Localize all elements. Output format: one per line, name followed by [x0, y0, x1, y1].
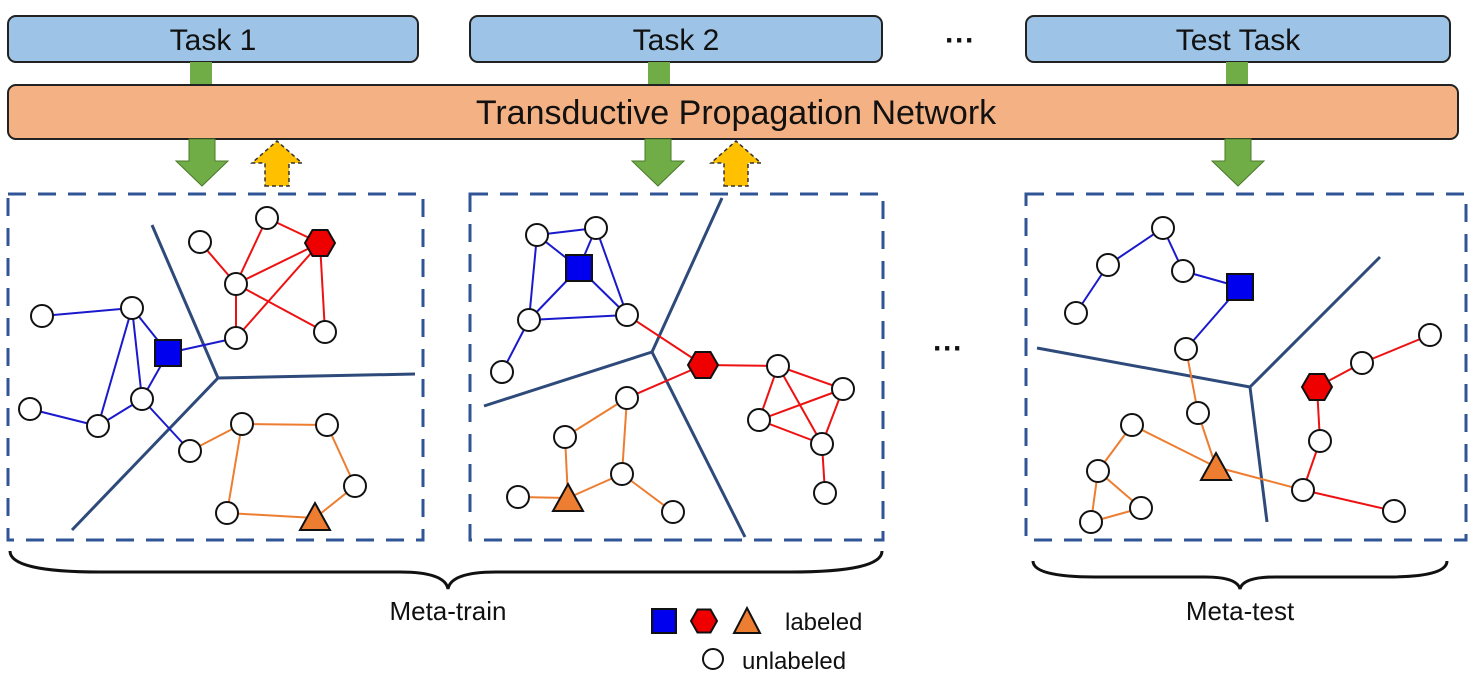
panel3-labeled-triangle	[1199, 450, 1233, 481]
down-arrow-test	[1210, 138, 1266, 187]
task1-box	[7, 15, 419, 63]
network-title: Transductive Propagation Network	[476, 94, 997, 132]
legend-triangle-icon	[732, 605, 762, 634]
panel-task1	[6, 192, 425, 542]
panel2-unlabeled-nodes	[490, 216, 855, 524]
panel1-orange-edges	[189, 423, 356, 519]
panel1-unlabeled-nodes	[18, 206, 367, 525]
test-task-label: Test Task	[1176, 24, 1301, 57]
middle-ellipsis: ···	[933, 332, 963, 365]
panel1-labeled-square	[154, 339, 182, 367]
panel-task2	[468, 192, 885, 542]
legend-labeled-text: labeled	[785, 609, 862, 636]
panel1-labeled-triangle	[298, 500, 332, 531]
panel3-blue-edges	[1075, 227, 1241, 350]
panel2-red-edges	[626, 314, 844, 494]
up-arrow-task2	[709, 140, 763, 187]
legend-square-icon	[651, 608, 677, 634]
panel3-boundaries	[1036, 255, 1382, 523]
network-box	[7, 84, 1459, 140]
panel2-boundaries	[483, 197, 747, 538]
panel1-red-edges	[199, 217, 326, 339]
down-arrow-task2	[630, 138, 686, 187]
connector-task2	[648, 62, 670, 86]
up-arrow-task1	[250, 140, 304, 187]
meta-test-label: Meta-test	[1186, 596, 1295, 626]
down-arrow-task1	[174, 138, 230, 187]
panel3-labeled-hexagon	[1300, 373, 1334, 401]
panel2-labeled-hexagon	[686, 351, 720, 379]
meta-test-brace	[1031, 560, 1449, 590]
task2-label: Task 2	[633, 24, 720, 57]
legend-circle-icon	[702, 648, 724, 670]
meta-train-brace	[8, 550, 884, 590]
legend-hexagon-icon	[689, 608, 719, 634]
legend-unlabeled-text: unlabeled	[742, 648, 846, 675]
panel3-orange-edges	[1090, 348, 1304, 523]
connector-test	[1226, 62, 1248, 86]
task2-box	[469, 15, 883, 63]
connector-task1	[190, 62, 212, 86]
panel2-orange-edges	[517, 397, 674, 513]
task1-label: Task 1	[170, 24, 257, 57]
panel1-boundaries	[70, 224, 416, 532]
panel-test	[1024, 192, 1468, 542]
meta-train-label: Meta-train	[389, 596, 506, 626]
panel3-labeled-square	[1226, 273, 1254, 301]
panel3-unlabeled-nodes	[1064, 216, 1442, 534]
tasks-ellipsis: ···	[945, 24, 975, 57]
panel2-labeled-triangle	[551, 481, 585, 512]
panel2-labeled-square	[565, 254, 593, 282]
panel1-labeled-hexagon	[303, 229, 337, 257]
panel1-blue-edges	[29, 307, 237, 452]
panel2-blue-edges	[501, 227, 628, 373]
